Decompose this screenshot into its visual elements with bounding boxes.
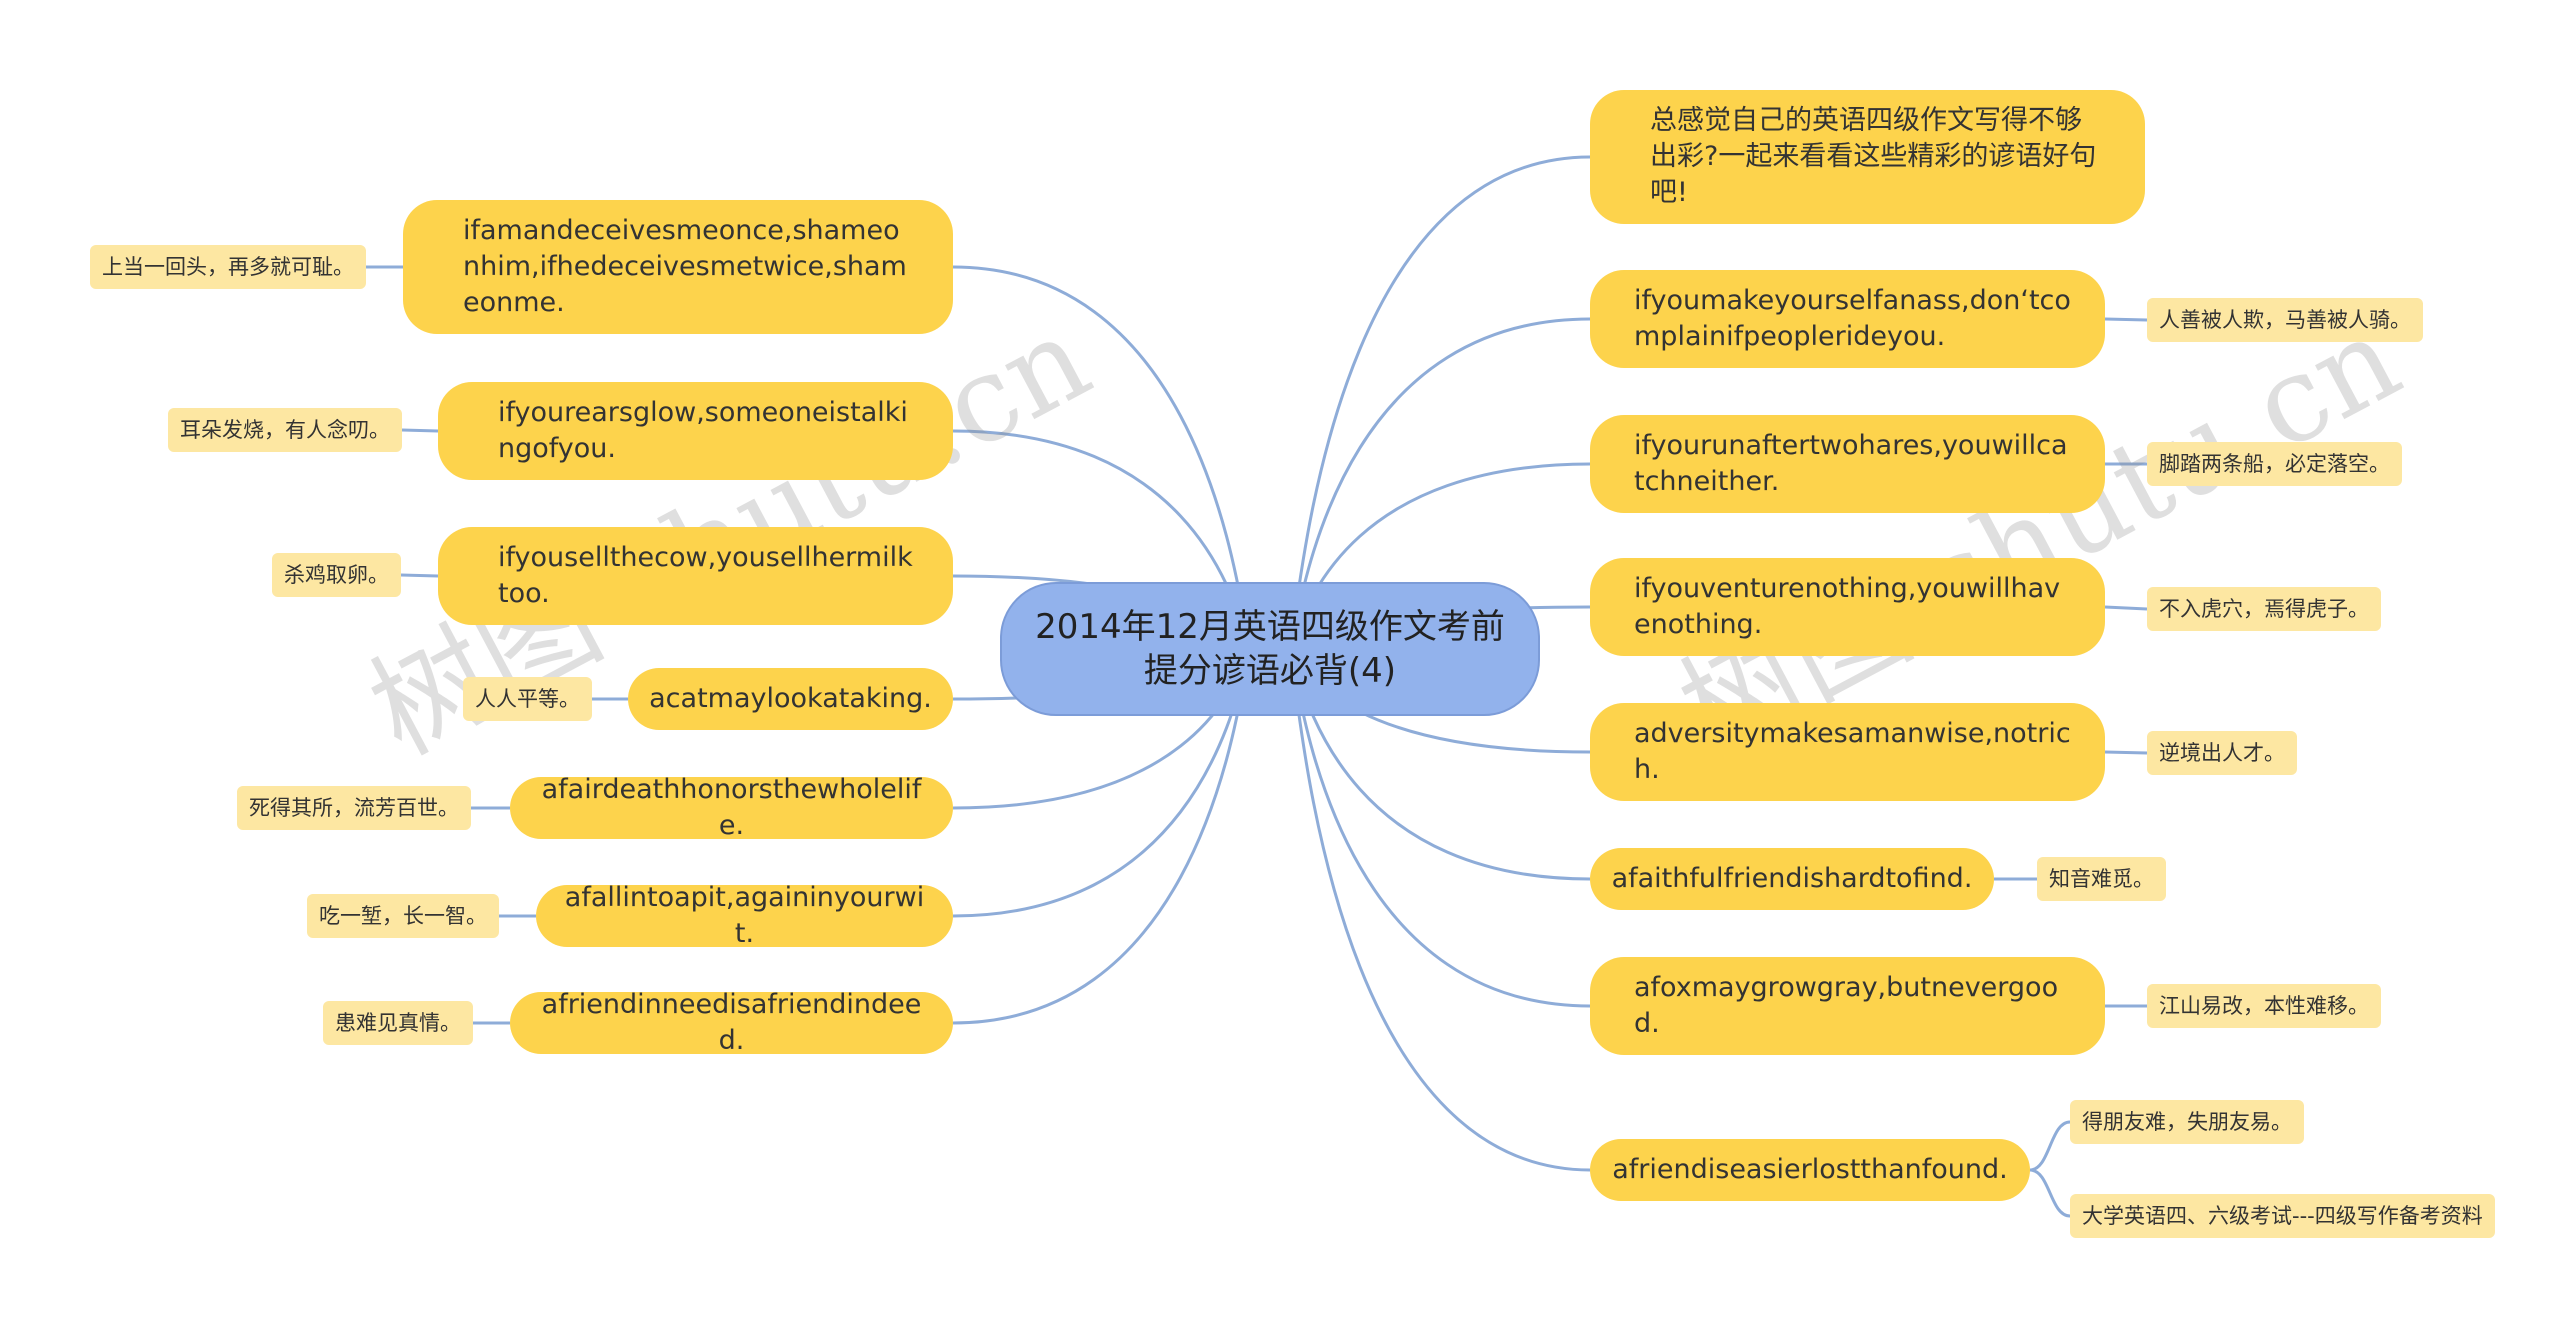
- leaf-left-6[interactable]: 吃一堑，长一智。: [307, 894, 499, 938]
- leaf-left-7[interactable]: 患难见真情。: [323, 1001, 473, 1045]
- leaf-left-1[interactable]: 上当一回头，再多就可耻。: [90, 245, 366, 289]
- branch-right-2[interactable]: ifyoumakeyourselfanass,don‘tcomplainifpe…: [1590, 270, 2105, 368]
- branch-left-2[interactable]: ifyourearsglow,someoneistalkingofyou.: [438, 382, 953, 480]
- branch-left-6[interactable]: afallintoapit,againinyourwit.: [536, 882, 953, 949]
- branch-left-4[interactable]: acatmaylookataking.: [628, 668, 953, 730]
- connector-leaf-right-8-1: [2029, 1168, 2071, 1218]
- connector-leaf-left-3: [400, 573, 439, 578]
- connector-leaf-left-2: [401, 428, 439, 433]
- branch-left-5[interactable]: afairdeathhonorsthewholelife.: [510, 774, 953, 841]
- leaf-right-2[interactable]: 人善被人欺，马善被人骑。: [2147, 298, 2423, 342]
- leaf-right-4[interactable]: 不入虎穴，焉得虎子。: [2147, 587, 2381, 631]
- leaf-right-6[interactable]: 知音难觅。: [2037, 857, 2166, 901]
- connector-leaf-right-4: [2104, 605, 2148, 611]
- branch-right-8[interactable]: afriendiseasierlostthanfound.: [1590, 1139, 2030, 1201]
- leaf-left-3[interactable]: 杀鸡取卵。: [272, 553, 401, 597]
- leaf-left-2[interactable]: 耳朵发烧，有人念叨。: [168, 408, 402, 452]
- branch-right-7[interactable]: afoxmaygrowgray,butnevergood.: [1590, 957, 2105, 1055]
- branch-left-7[interactable]: afriendinneedisafriendindeed.: [510, 989, 953, 1056]
- branch-right-6[interactable]: afaithfulfriendishardtofind.: [1590, 848, 1994, 910]
- branch-right-3[interactable]: ifyourunaftertwohares,youwillcatchneithe…: [1590, 415, 2105, 513]
- connector-leaf-right-8-0: [2029, 1120, 2071, 1172]
- leaf-right-5[interactable]: 逆境出人才。: [2147, 731, 2297, 775]
- connector-right-1: [1288, 155, 1591, 650]
- branch-right-5[interactable]: adversitymakesamanwise,notrich.: [1590, 703, 2105, 801]
- connector-leaf-right-5: [2104, 750, 2148, 755]
- leaf-left-4[interactable]: 人人平等。: [463, 677, 592, 721]
- connector-leaf-right-2: [2104, 317, 2148, 322]
- branch-left-1[interactable]: ifamandeceivesmeonce,shameonhim,ifhedece…: [403, 200, 953, 334]
- branch-left-3[interactable]: ifyousellthecow,yousellhermilktoo.: [438, 527, 953, 625]
- leaf-right-8a[interactable]: 得朋友难，失朋友易。: [2070, 1100, 2304, 1144]
- leaf-right-7[interactable]: 江山易改，本性难移。: [2147, 984, 2381, 1028]
- leaf-right-8b[interactable]: 大学英语四、六级考试---四级写作备考资料: [2070, 1194, 2495, 1238]
- connector-right-8: [1288, 648, 1591, 1172]
- leaf-left-5[interactable]: 死得其所，流芳百世。: [237, 786, 471, 830]
- root-topic[interactable]: 2014年12月英语四级作文考前提分谚语必背(4): [1000, 582, 1540, 716]
- leaf-right-3[interactable]: 脚踏两条船，必定落空。: [2147, 442, 2402, 486]
- branch-right-1[interactable]: 总感觉自己的英语四级作文写得不够出彩?一起来看看这些精彩的谚语好句吧!: [1590, 90, 2145, 224]
- branch-right-4[interactable]: ifyouventurenothing,youwillhavenothing.: [1590, 558, 2105, 656]
